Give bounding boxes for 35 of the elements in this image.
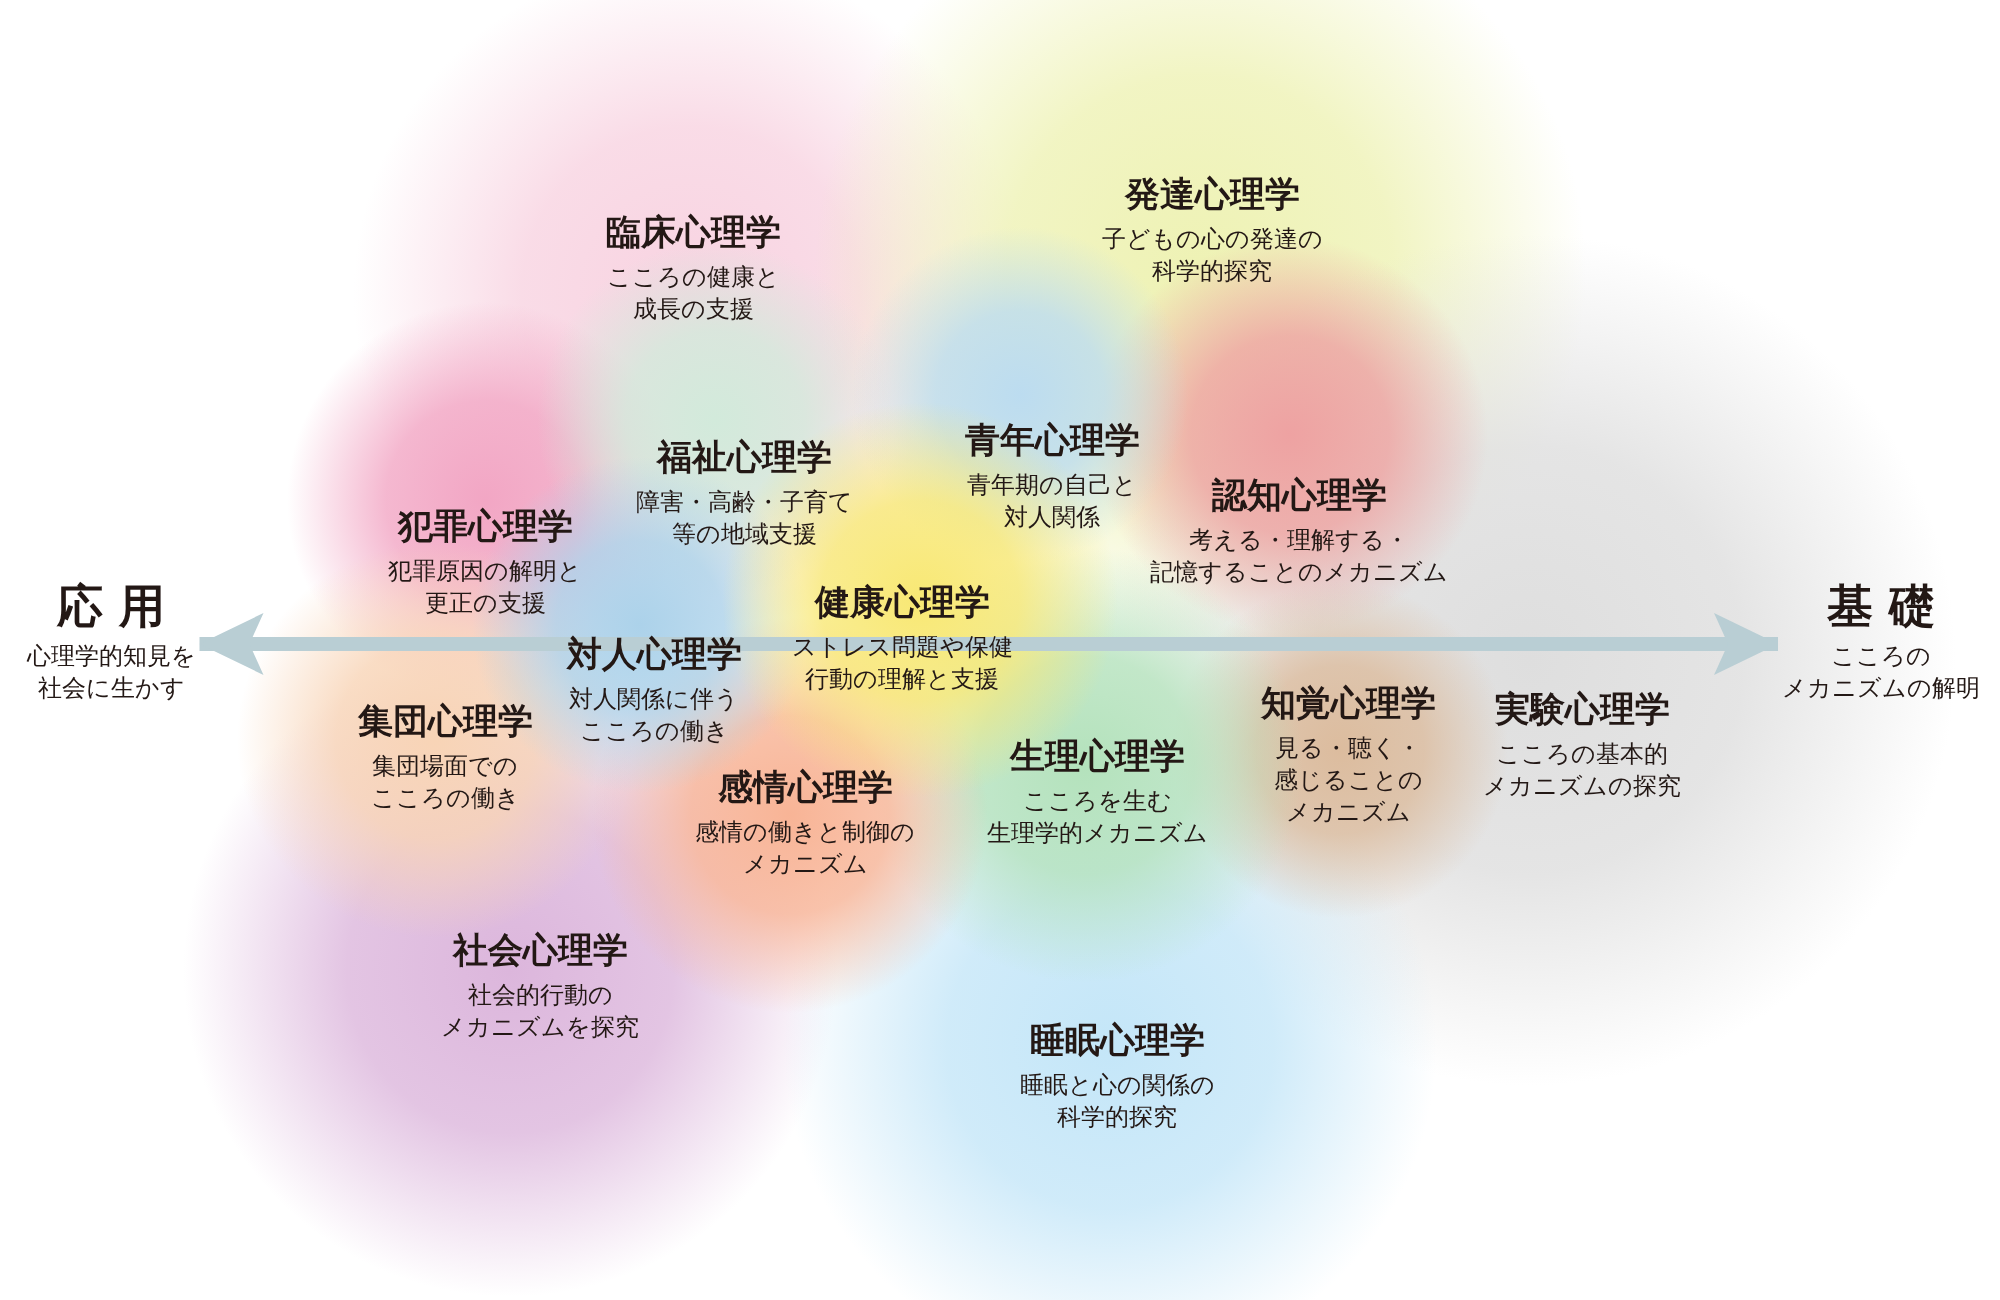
field-description: 考える・理解する・記憶することのメカニズム bbox=[1150, 525, 1448, 588]
field-title: 発達心理学 bbox=[1124, 173, 1300, 215]
field-description: 青年期の自己と対人関係 bbox=[966, 470, 1138, 533]
field-description: 社会的行動のメカニズムを探究 bbox=[441, 980, 639, 1043]
field-description: こころの健康と成長の支援 bbox=[605, 262, 781, 325]
field-title: 感情心理学 bbox=[717, 766, 893, 808]
field-title: 認知心理学 bbox=[1211, 474, 1387, 516]
axis-end-description: 心理学的知見を社会に生かす bbox=[26, 641, 196, 704]
field-title: 社会心理学 bbox=[452, 929, 628, 971]
field-description: 障害・高齢・子育て等の地域支援 bbox=[635, 487, 853, 550]
field-title: 健康心理学 bbox=[814, 581, 990, 623]
field-title: 対人心理学 bbox=[566, 633, 742, 675]
field-description: 見る・聴く・感じることのメカニズム bbox=[1272, 733, 1424, 828]
axis-end-description: こころのメカニズムの解明 bbox=[1782, 641, 1980, 704]
field-title: 実験心理学 bbox=[1494, 688, 1670, 730]
field-description: 感情の働きと制御のメカニズム bbox=[695, 817, 915, 880]
double-arrow bbox=[199, 613, 1778, 675]
field-description: 対人関係に伴うこころの働き bbox=[568, 684, 740, 747]
field-description: 犯罪原因の解明と更正の支援 bbox=[388, 556, 582, 619]
field-title: 臨床心理学 bbox=[605, 211, 781, 253]
field-title: 生理心理学 bbox=[1009, 735, 1185, 777]
field-title: 睡眠心理学 bbox=[1029, 1019, 1205, 1061]
axis-end-title: 応用 bbox=[56, 580, 182, 632]
field-title: 集団心理学 bbox=[357, 700, 533, 742]
field-title: 青年心理学 bbox=[964, 419, 1140, 461]
field-description: 集団場面でのこころの働き bbox=[369, 751, 521, 814]
field-title: 知覚心理学 bbox=[1260, 682, 1436, 724]
axis-end-title: 基礎 bbox=[1826, 580, 1952, 632]
field-description: こころを生む生理学的メカニズム bbox=[986, 786, 1208, 849]
field-title: 犯罪心理学 bbox=[397, 505, 573, 547]
field-description: 子どもの心の発達の科学的探究 bbox=[1101, 224, 1323, 287]
field-description: 睡眠と心の関係の科学的探究 bbox=[1019, 1070, 1215, 1133]
field-title: 福祉心理学 bbox=[656, 436, 832, 478]
field-description: こころの基本的メカニズムの探究 bbox=[1483, 739, 1681, 802]
field-description: ストレス問題や保健行動の理解と支援 bbox=[791, 632, 1013, 695]
